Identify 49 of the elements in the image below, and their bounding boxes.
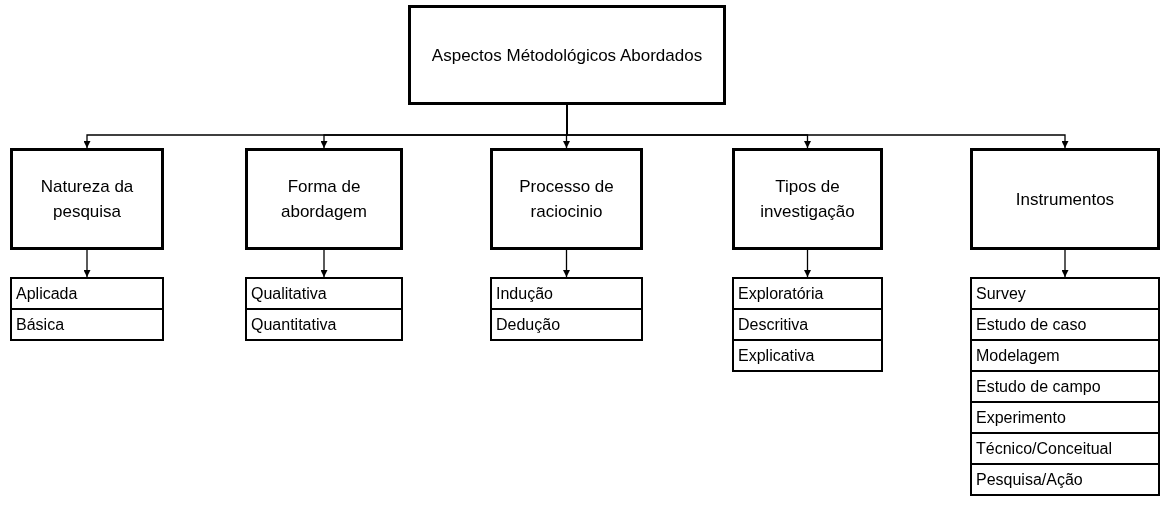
node-label: Survey <box>976 284 1026 303</box>
node-label: Aspectos Métodológicos Abordados <box>431 44 703 67</box>
list-item-box <box>732 277 883 310</box>
node-label: Natureza da pesquisa <box>39 176 135 223</box>
arrow <box>804 249 811 278</box>
node-label: Qualitativa <box>251 284 327 303</box>
list-item-box <box>490 308 643 341</box>
node-label: Experimento <box>976 408 1066 427</box>
list-item-box <box>10 308 164 341</box>
node-label: Indução <box>496 284 553 303</box>
category-box <box>970 148 1160 250</box>
node-label: Técnico/Conceitual <box>976 439 1113 458</box>
node-label: Estudo de caso <box>976 315 1087 334</box>
node-label: Instrumentos <box>1015 188 1115 211</box>
node-label: Dedução <box>496 315 561 334</box>
node-label: Forma de abordagem <box>280 176 368 223</box>
root-box <box>408 5 726 105</box>
list-item-box <box>732 339 883 372</box>
node-label: Estudo de campo <box>976 377 1101 396</box>
list-item-box <box>245 308 403 341</box>
list-item-box <box>732 308 883 341</box>
list-item-box <box>970 432 1160 465</box>
category-box <box>490 148 643 250</box>
node-label: Explicativa <box>738 346 815 365</box>
arrow <box>320 249 328 278</box>
list-item-box <box>970 370 1160 403</box>
list-item-box <box>10 277 164 310</box>
category-box <box>10 148 164 250</box>
node-label: Básica <box>16 315 65 334</box>
arrow <box>563 249 570 278</box>
node-label: Quantitativa <box>251 315 337 334</box>
category-box <box>732 148 883 250</box>
node-label: Aplicada <box>16 284 78 303</box>
list-item-box <box>970 277 1160 310</box>
list-item-box <box>490 277 643 310</box>
list-item-box <box>970 308 1160 341</box>
node-label: Processo de raciocinio <box>518 176 615 223</box>
node-label: Modelagem <box>976 346 1060 365</box>
list-item-box <box>245 277 403 310</box>
arrow <box>83 249 91 278</box>
node-label: Pesquisa/Ação <box>976 470 1083 489</box>
node-label: Tipos de investigação <box>759 176 856 223</box>
list-item-box <box>970 463 1160 496</box>
category-box <box>245 148 403 250</box>
node-label: Exploratória <box>738 284 824 303</box>
list-item-box <box>970 339 1160 372</box>
list-item-box <box>970 401 1160 434</box>
arrow <box>1061 249 1069 278</box>
node-label: Descritiva <box>738 315 809 334</box>
